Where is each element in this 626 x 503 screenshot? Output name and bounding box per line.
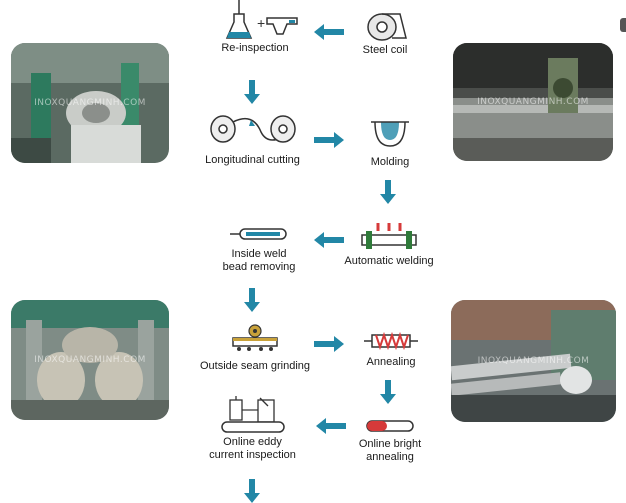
watermark: INOXQUANGMINH.COM [34,355,146,365]
arrow-down-1 [244,80,260,104]
step-reinspection: + Re-inspection [200,0,310,55]
step-longitudinal-cutting: Longitudinal cutting [195,112,310,167]
label-longitudinal-cutting: Longitudinal cutting [205,154,300,166]
step-steel-coil: Steel coil [345,10,425,57]
arrow-left-2 [314,232,344,248]
arrow-down-3 [244,288,260,312]
step-molding: Molding [355,118,425,169]
watermark: INOXQUANGMINH.COM [34,98,146,108]
flask-caliper-icon: + [225,0,298,39]
step-online-eddy: Online eddy current inspection [195,394,310,462]
label-online-eddy: Online eddy current inspection [209,436,296,461]
watermark: INOXQUANGMINH.COM [477,356,590,366]
cutting-rollers-icon [209,115,296,143]
label-inside-weld: Inside weld bead removing [222,248,296,273]
label-steel-coil: Steel coil [362,44,408,56]
label-reinspection: Re-inspection [221,42,289,54]
step-inside-weld: Inside weld bead removing [205,226,313,274]
label-molding: Molding [370,156,410,168]
arrow-right-2 [314,336,344,352]
label-annealing: Annealing [366,356,416,368]
arrow-left-3 [316,418,346,434]
arrow-down-4 [380,380,396,404]
label-online-bright: Online bright annealing [358,438,422,463]
bright-tube-icon [366,420,414,432]
label-automatic-welding: Automatic welding [344,255,434,267]
tube-icon [230,228,287,240]
watermark: INOXQUANGMINH.COM [477,97,589,107]
step-automatic-welding: Automatic welding [338,221,440,268]
photo-factory-pipes: INOXQUANGMINH.COM [451,300,616,422]
arrow-down-2 [380,180,396,204]
step-outside-seam: Outside seam grinding [190,322,320,373]
step-online-bright: Online bright annealing [345,418,435,464]
arrow-right-1 [314,132,344,148]
steel-coil-icon [367,13,407,41]
molding-icon [371,121,409,147]
arrow-down-5 [244,479,260,503]
label-outside-seam: Outside seam grinding [199,360,311,372]
arrow-left-1 [314,24,344,40]
step-annealing: Annealing [356,330,426,369]
grinding-icon [232,324,278,351]
photo-forming-rollers: INOXQUANGMINH.COM [11,300,169,420]
plus-sign: + [257,15,265,31]
photo-rolling-mill: INOXQUANGMINH.COM [11,43,169,163]
photo-welding: INOXQUANGMINH.COM [453,43,613,161]
edge-tab [620,18,626,32]
eddy-current-icon [220,396,285,433]
welding-rollers-icon [361,223,417,249]
annealing-coil-icon [364,331,418,351]
